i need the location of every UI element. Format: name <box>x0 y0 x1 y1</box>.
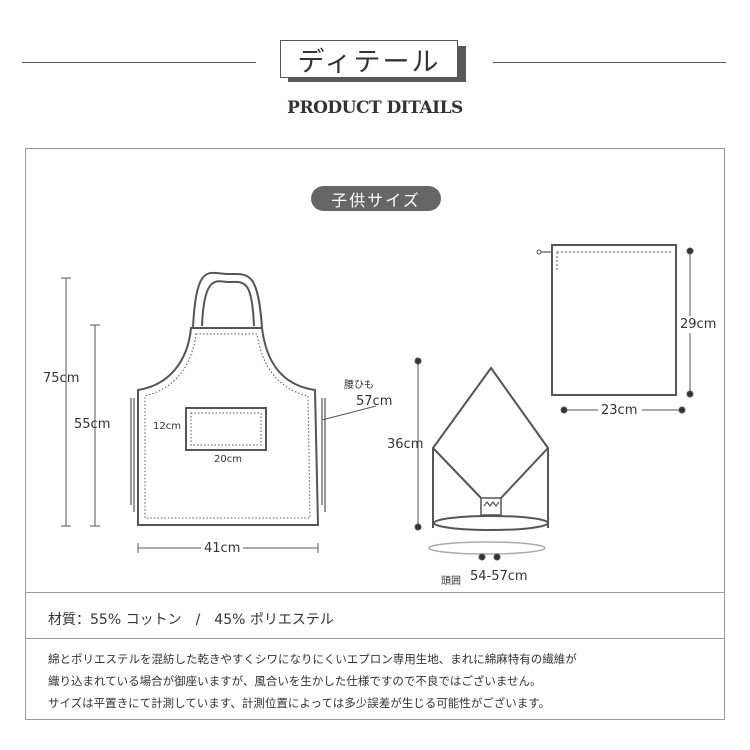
bag-width-label: 23cm <box>598 403 641 418</box>
headscarf-dimension-lines <box>414 357 501 561</box>
page-subtitle: PRODUCT DITAILS <box>287 98 463 118</box>
material-text: 材質：55% コットン / 45% ポリエステル <box>48 612 334 628</box>
apron-illustration <box>130 271 326 526</box>
details-panel <box>25 148 725 593</box>
head-circumference-label: 頭囲 <box>441 576 461 587</box>
info-divider <box>25 638 725 639</box>
head-circumference-size: 54-57cm <box>470 569 528 584</box>
bag-illustration <box>536 244 677 396</box>
header-line-left <box>22 62 256 63</box>
title-box: ディテール <box>280 40 466 82</box>
bag-height-label: 29cm <box>680 316 717 333</box>
page-title: ディテール <box>280 40 458 78</box>
note-line-3: サイズは平置きにて計測しています、計測位置によっては多少誤差が生じる可能性がござ… <box>48 696 551 710</box>
pocket-height-label: 12cm <box>153 421 181 432</box>
waist-tie-length-label: 57cm <box>356 394 393 409</box>
apron-height-total-label: 75cm <box>43 371 80 386</box>
info-box <box>25 593 725 720</box>
size-badge: 子供サイズ <box>311 186 441 211</box>
note-line-2: 織り込まれている場合が御座いますが、風合いを生かした仕様ですので不良ではございま… <box>48 674 542 688</box>
note-line-1: 綿とポリエステルを混紡した乾きやすくシワになりにくいエプロン専用生地、まれに綿麻… <box>48 652 577 666</box>
apron-height-body-label: 55cm <box>74 417 111 432</box>
header-line-right <box>493 62 726 63</box>
headscarf-illustration <box>428 366 549 555</box>
pocket-width-label: 20cm <box>214 454 242 465</box>
waist-tie-label: 腰ひも <box>344 380 374 391</box>
apron-width-label: 41cm <box>201 541 244 556</box>
headscarf-height-label: 36cm <box>387 437 424 452</box>
